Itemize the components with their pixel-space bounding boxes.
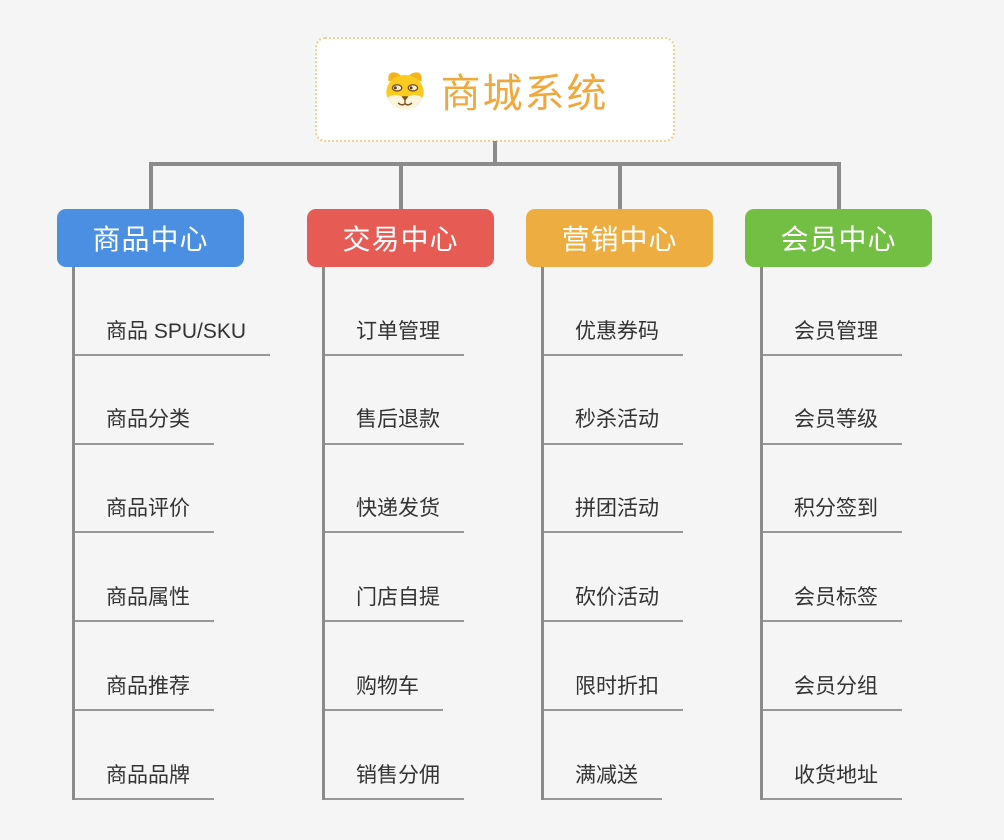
dog-face-icon (382, 69, 428, 111)
branch-marketing-children: 优惠券码 秒杀活动 拼团活动 砍价活动 限时折扣 满减送 (541, 267, 713, 800)
leaf-row: 商品 SPU/SKU (75, 267, 271, 356)
leaf-row: 商品属性 (75, 533, 244, 623)
leaf-row: 商品分类 (75, 356, 244, 445)
leaf-node[interactable]: 快递发货 (325, 496, 464, 534)
leaf-node[interactable]: 积分签到 (763, 496, 902, 534)
branch-members: 会员中心 会员管理 会员等级 积分签到 会员标签 会员分组 收货地址 (745, 209, 932, 800)
leaf-node[interactable]: 商品品牌 (75, 763, 214, 800)
leaf-row: 快递发货 (325, 445, 494, 534)
leaf-row: 秒杀活动 (544, 356, 713, 445)
leaf-node[interactable]: 满减送 (544, 763, 662, 800)
branch-members-children: 会员管理 会员等级 积分签到 会员标签 会员分组 收货地址 (760, 267, 932, 800)
leaf-node[interactable]: 销售分佣 (325, 763, 464, 800)
leaf-node[interactable]: 会员管理 (763, 319, 902, 356)
branch-trade: 交易中心 订单管理 售后退款 快递发货 门店自提 购物车 销售分佣 (307, 209, 494, 800)
leaf-row: 优惠券码 (544, 267, 713, 356)
leaf-node[interactable]: 优惠券码 (544, 319, 683, 356)
leaf-node[interactable]: 收货地址 (763, 763, 902, 800)
leaf-node[interactable]: 砍价活动 (544, 585, 683, 623)
leaf-node[interactable]: 商品 SPU/SKU (75, 319, 271, 356)
leaf-node[interactable]: 会员标签 (763, 585, 902, 623)
leaf-row: 会员分组 (763, 622, 932, 712)
branch-products-children: 商品 SPU/SKU 商品分类 商品评价 商品属性 商品推荐 商品品牌 (72, 267, 271, 800)
leaf-node[interactable]: 会员等级 (763, 407, 902, 445)
leaf-row: 满减送 (544, 711, 713, 800)
leaf-row: 商品品牌 (75, 711, 244, 800)
leaf-row: 砍价活动 (544, 533, 713, 623)
leaf-node[interactable]: 商品推荐 (75, 674, 214, 712)
leaf-node[interactable]: 购物车 (325, 674, 443, 712)
branch-node-marketing[interactable]: 营销中心 (526, 209, 713, 267)
leaf-node[interactable]: 商品分类 (75, 407, 214, 445)
connector-drop-trade (399, 162, 403, 209)
leaf-row: 会员标签 (763, 533, 932, 623)
root-title: 商城系统 (440, 71, 609, 116)
leaf-row: 销售分佣 (325, 711, 494, 800)
branch-node-trade[interactable]: 交易中心 (307, 209, 494, 267)
leaf-node[interactable]: 限时折扣 (544, 674, 683, 712)
leaf-row: 会员管理 (763, 267, 932, 356)
leaf-node[interactable]: 商品评价 (75, 496, 214, 534)
leaf-node[interactable]: 拼团活动 (544, 496, 683, 534)
leaf-row: 会员等级 (763, 356, 932, 445)
leaf-row: 商品评价 (75, 445, 244, 534)
branch-node-products[interactable]: 商品中心 (57, 209, 244, 267)
leaf-row: 商品推荐 (75, 622, 244, 712)
connector-root-stub (493, 141, 497, 164)
root-node[interactable]: 商城系统 (315, 37, 675, 142)
leaf-row: 收货地址 (763, 711, 932, 800)
leaf-row: 积分签到 (763, 445, 932, 534)
leaf-node[interactable]: 订单管理 (325, 319, 464, 356)
leaf-node[interactable]: 售后退款 (325, 407, 464, 445)
connector-drop-marketing (618, 162, 622, 209)
leaf-node[interactable]: 会员分组 (763, 674, 902, 712)
leaf-node[interactable]: 门店自提 (325, 585, 464, 623)
leaf-row: 拼团活动 (544, 445, 713, 534)
leaf-node[interactable]: 秒杀活动 (544, 407, 683, 445)
branch-trade-children: 订单管理 售后退款 快递发货 门店自提 购物车 销售分佣 (322, 267, 494, 800)
branch-products: 商品中心 商品 SPU/SKU 商品分类 商品评价 商品属性 商品推荐 商品品牌 (57, 209, 271, 800)
connector-drop-products (149, 162, 153, 209)
leaf-row: 订单管理 (325, 267, 494, 356)
leaf-node[interactable]: 商品属性 (75, 585, 214, 623)
branch-marketing: 营销中心 优惠券码 秒杀活动 拼团活动 砍价活动 限时折扣 满减送 (526, 209, 713, 800)
branch-node-members[interactable]: 会员中心 (745, 209, 932, 267)
connector-horizontal (149, 162, 841, 166)
leaf-row: 门店自提 (325, 533, 494, 623)
leaf-row: 售后退款 (325, 356, 494, 445)
leaf-row: 限时折扣 (544, 622, 713, 712)
connector-drop-members (837, 162, 841, 209)
leaf-row: 购物车 (325, 622, 494, 712)
